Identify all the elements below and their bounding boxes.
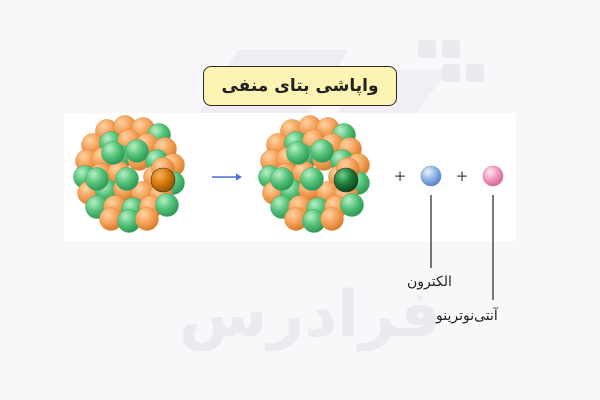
neutron-ball xyxy=(115,167,139,191)
watermark-text: فرادرس xyxy=(179,278,441,352)
title-box: واپاشی بتای منفی xyxy=(203,66,397,106)
electron-particle xyxy=(420,165,442,187)
neutron-ball xyxy=(101,141,125,165)
daughter-nucleus xyxy=(258,115,370,233)
neutron-ball xyxy=(155,193,179,217)
neutron-ball xyxy=(286,141,310,165)
plus-sign-2: + xyxy=(456,167,469,185)
plus-sign-1: + xyxy=(394,167,407,185)
decaying-neutron-ball xyxy=(150,167,176,193)
neutron-ball xyxy=(310,139,334,163)
neutron-ball xyxy=(300,167,324,191)
electron-label: الکترون xyxy=(407,274,452,290)
reaction-arrow xyxy=(212,173,242,181)
proton-ball xyxy=(135,207,159,231)
neutron-ball xyxy=(125,139,149,163)
neutron-ball xyxy=(85,167,109,191)
antineutrino-particle xyxy=(482,165,504,187)
neutron-ball xyxy=(270,167,294,191)
proton-ball xyxy=(320,207,344,231)
parent-nucleus xyxy=(73,115,185,233)
new-proton-ball xyxy=(333,167,359,193)
neutron-ball xyxy=(340,193,364,217)
antineutrino-label: آنتی‌نوترینو xyxy=(436,308,498,324)
page-title: واپاشی بتای منفی xyxy=(221,76,379,96)
